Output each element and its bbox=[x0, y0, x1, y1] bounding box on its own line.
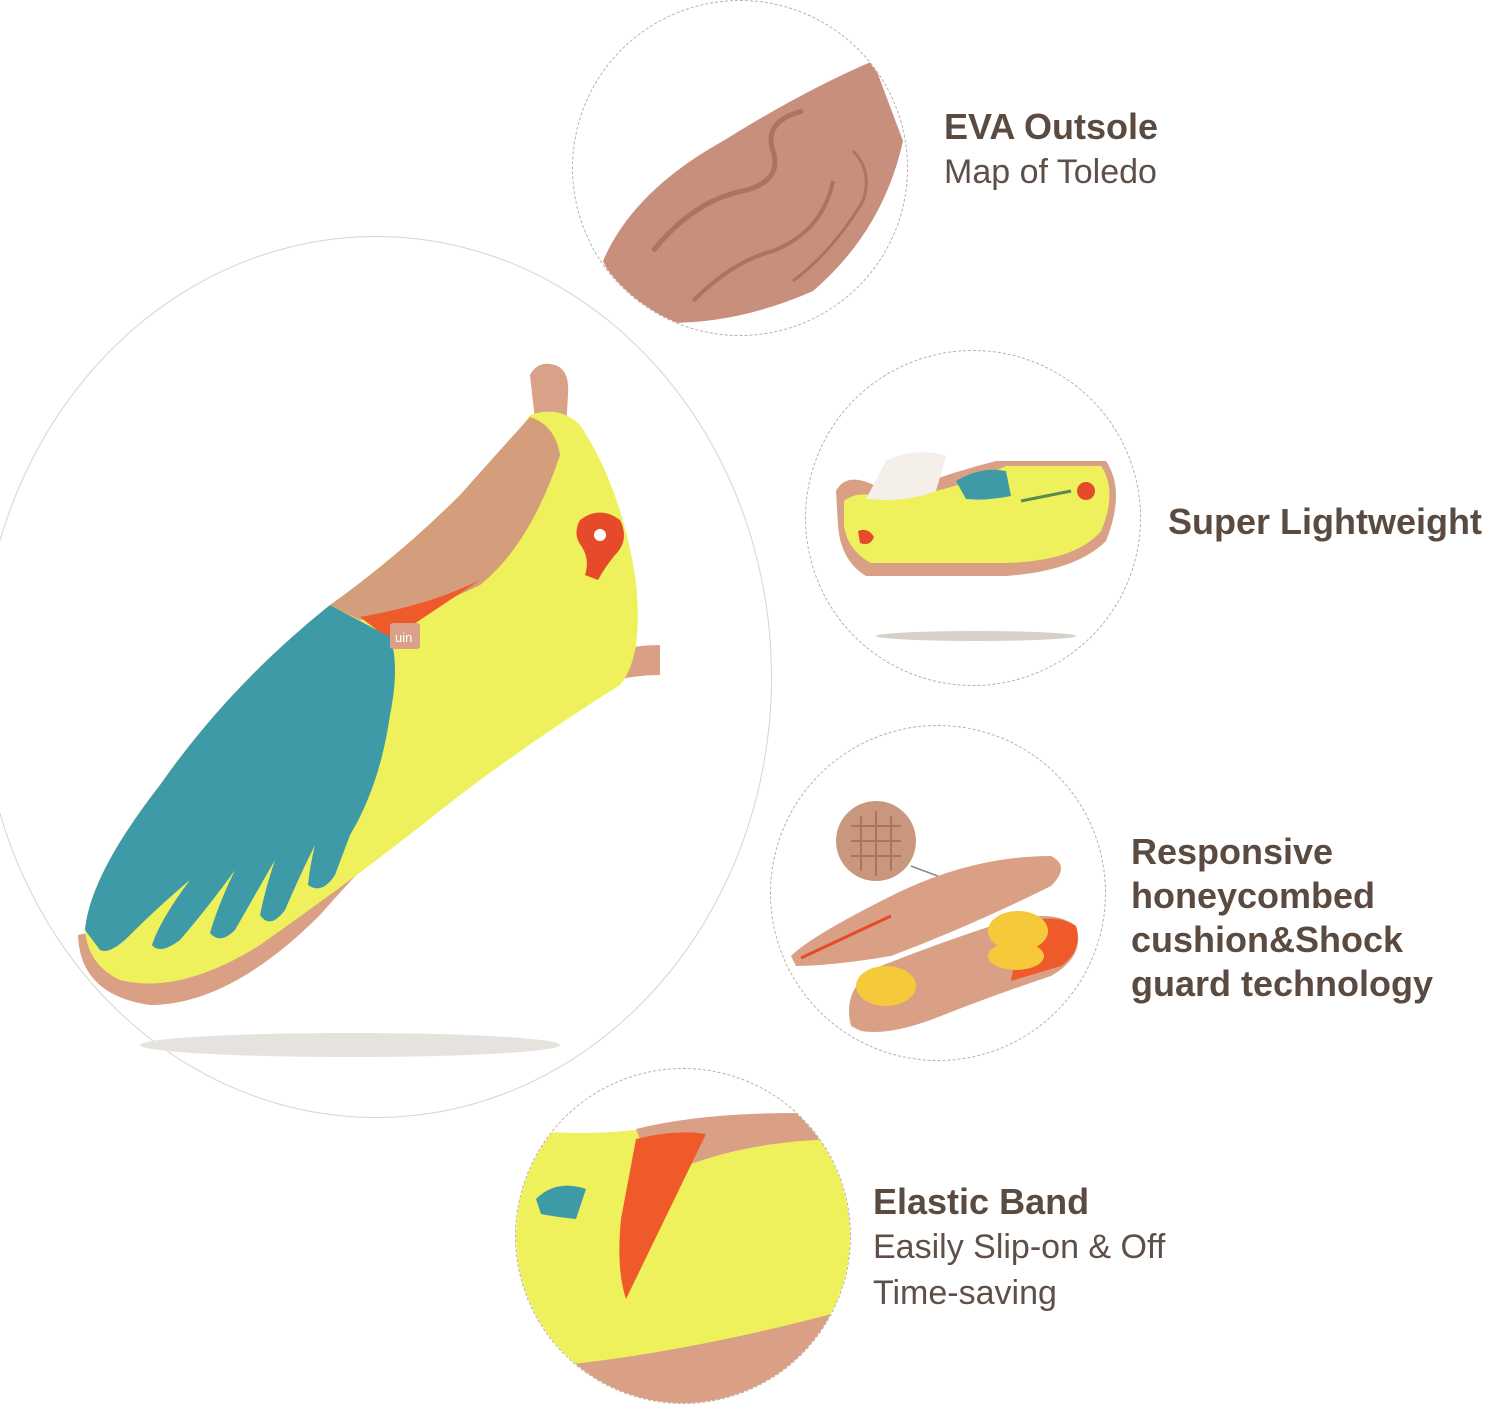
feature-title-line: guard technology bbox=[1131, 963, 1434, 1004]
feature-subtitle: Time-saving bbox=[873, 1274, 1057, 1312]
insole-circle bbox=[770, 725, 1106, 1061]
lightweight-circle bbox=[805, 350, 1141, 686]
feature-outsole: EVA Outsole Map of Toledo bbox=[944, 105, 1158, 195]
feature-title: Super Lightweight bbox=[1168, 501, 1482, 542]
feature-title-line: Responsive bbox=[1131, 831, 1334, 872]
brand-tag-text: uin bbox=[395, 630, 412, 645]
outsole-circle bbox=[572, 0, 908, 336]
feature-elastic: Elastic Band Easily Slip-on & Off Time-s… bbox=[873, 1180, 1165, 1316]
feature-subtitle: Map of Toledo bbox=[944, 153, 1157, 191]
elastic-band-circle bbox=[515, 1068, 851, 1404]
feature-subtitle: Easily Slip-on & Off bbox=[873, 1228, 1166, 1266]
feature-title-line: cushion&Shock bbox=[1131, 919, 1404, 960]
feature-cushion: Responsive honeycombed cushion&Shock gua… bbox=[1131, 830, 1433, 1006]
feature-title: Elastic Band bbox=[873, 1181, 1090, 1222]
feature-title-line: honeycombed bbox=[1131, 875, 1376, 916]
feature-title: EVA Outsole bbox=[944, 106, 1159, 147]
hero-circle bbox=[0, 236, 772, 1118]
feature-lightweight: Super Lightweight bbox=[1168, 500, 1482, 544]
main-shoe-image: uin bbox=[78, 363, 660, 1057]
